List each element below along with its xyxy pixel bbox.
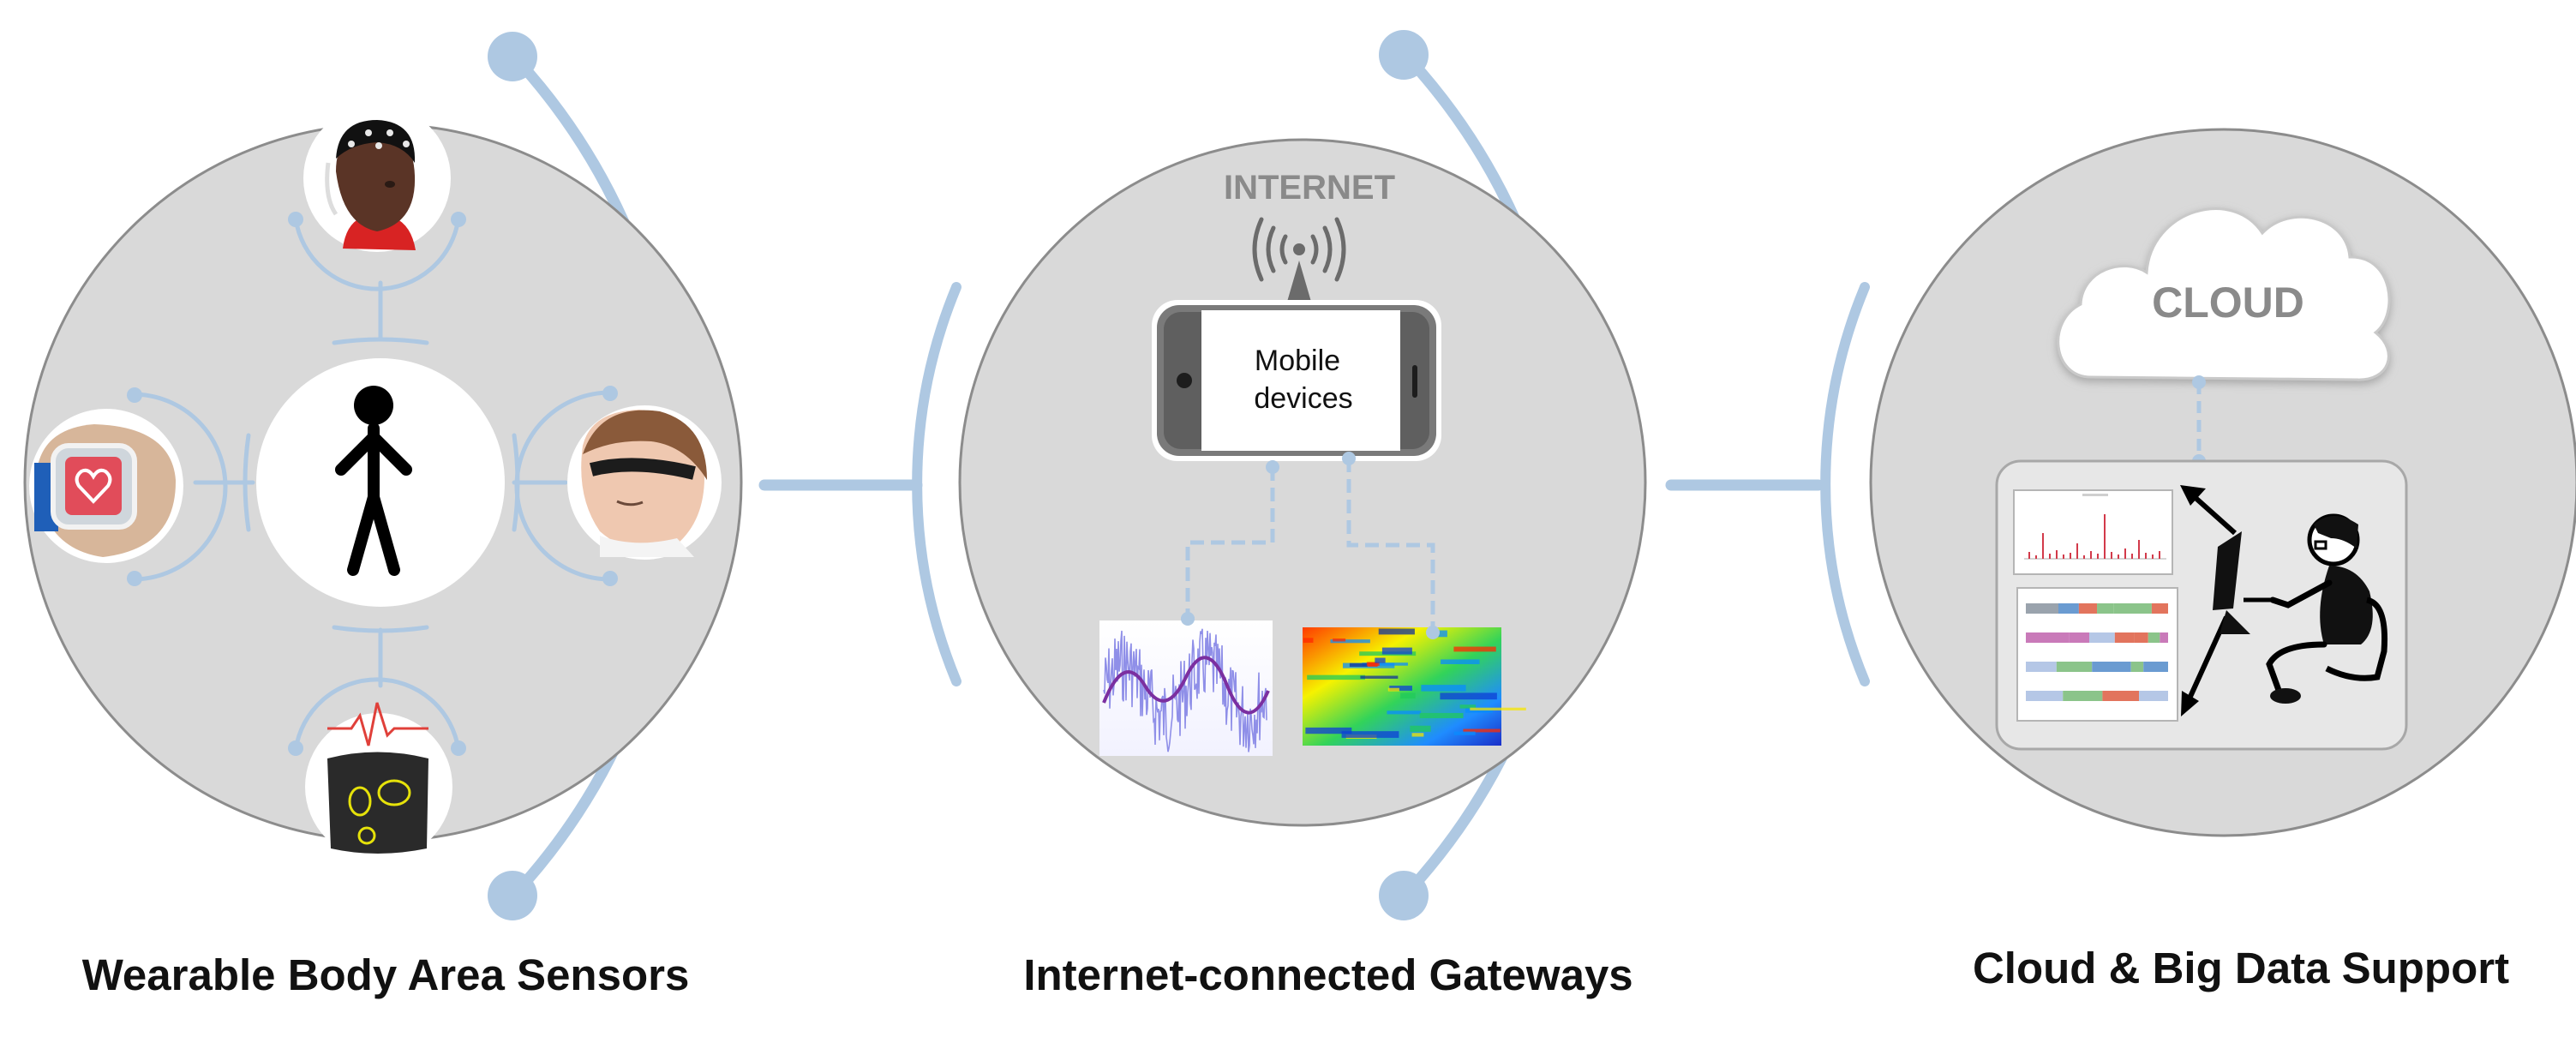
smartphone-icon: Mobile devices bbox=[1152, 300, 1441, 461]
spectrogram-band bbox=[1410, 725, 1431, 732]
spectrogram-band bbox=[1360, 675, 1399, 679]
internet-label: INTERNET bbox=[1224, 169, 1395, 207]
stacked-bar-segment bbox=[2069, 632, 2090, 643]
stacked-bar-segment bbox=[2151, 603, 2168, 614]
stacked-bar-segment bbox=[2089, 632, 2115, 643]
spectrogram-band bbox=[1400, 692, 1416, 699]
spoke-dots bbox=[127, 212, 618, 756]
mobile-devices-label-line1: Mobile bbox=[1255, 345, 1340, 377]
spectrogram-bands bbox=[1303, 628, 1526, 739]
stacked-bar-segment bbox=[2026, 603, 2058, 614]
spectrogram-band bbox=[1362, 662, 1408, 666]
phone-dashed-links bbox=[1185, 459, 1435, 632]
spectrogram-band bbox=[1375, 657, 1386, 663]
panel-wearable-sensors bbox=[23, 105, 743, 860]
stacked-bar-segment bbox=[2102, 691, 2140, 701]
spectrogram-band bbox=[1389, 686, 1412, 691]
sensor-spokes bbox=[130, 216, 613, 752]
analyst-arrows bbox=[2180, 485, 2237, 716]
cloud-icon bbox=[2057, 207, 2391, 381]
spectrogram-band bbox=[1435, 630, 1447, 638]
arc-end-dots bbox=[488, 30, 1429, 920]
stacked-bar-segment bbox=[2026, 691, 2064, 701]
spectrogram-band bbox=[1453, 646, 1496, 652]
spectrogram-band bbox=[1305, 727, 1352, 734]
spectrogram-band bbox=[1459, 704, 1477, 709]
spectrogram-band bbox=[1349, 662, 1368, 668]
antenna-icon bbox=[1252, 217, 1346, 302]
stacked-bar-segment bbox=[2130, 662, 2144, 672]
panel-gateways: INTERNET Mobile devices bbox=[958, 138, 1647, 827]
spectrogram-band bbox=[1378, 628, 1415, 635]
stacked-bar-segment bbox=[2078, 603, 2098, 614]
eeg-head-icon bbox=[303, 105, 451, 252]
spectrogram-band bbox=[1421, 685, 1466, 692]
spectrogram-band bbox=[1333, 638, 1346, 642]
stacked-bar-segment bbox=[2092, 662, 2131, 672]
stacked-bar-segment bbox=[2134, 632, 2148, 643]
spectrogram-band bbox=[1453, 731, 1476, 735]
stacked-bar-segment bbox=[2026, 632, 2070, 643]
stick-figure-icon bbox=[335, 386, 412, 576]
spectrogram-band bbox=[1330, 639, 1370, 644]
stacked-bar-segment bbox=[2056, 662, 2093, 672]
stacked-bar-segment bbox=[2026, 662, 2057, 672]
spectrogram-band bbox=[1303, 638, 1314, 643]
spectrogram-band bbox=[1440, 692, 1497, 700]
arc-dot bbox=[1379, 30, 1429, 80]
stacked-bar-segment bbox=[2160, 632, 2168, 643]
stacked-bar-chart-thumbnail bbox=[2016, 587, 2178, 722]
cloud-label: CLOUD bbox=[2152, 279, 2304, 327]
spectrogram-band bbox=[1387, 687, 1399, 692]
spectrogram-band bbox=[1411, 733, 1424, 737]
arc-dot bbox=[488, 32, 537, 81]
stacked-bar-segment bbox=[2148, 632, 2160, 643]
stacked-bar-segment bbox=[2058, 603, 2079, 614]
stacked-bar-segment bbox=[2097, 603, 2114, 614]
stacked-bar-segment bbox=[2139, 691, 2168, 701]
panel-cloud: CLOUD bbox=[1869, 128, 2576, 837]
stacked-bar-segment bbox=[2143, 662, 2168, 672]
stacked-bar-segment bbox=[2063, 691, 2103, 701]
spectrogram-band bbox=[1341, 731, 1399, 738]
waveform-icon bbox=[1099, 612, 1273, 756]
waveform-noise bbox=[1103, 628, 1267, 752]
arc-dot bbox=[1379, 871, 1429, 920]
smartwatch-icon bbox=[29, 409, 183, 563]
spectrogram-band bbox=[1387, 710, 1422, 715]
mobile-devices-label-line2: devices bbox=[1254, 382, 1352, 415]
caption-cloud-bigdata: Cloud & Big Data Support bbox=[1972, 944, 2510, 992]
spectrogram-band bbox=[1366, 662, 1380, 666]
spectrogram-band bbox=[1381, 647, 1412, 655]
panel2-inner-arc bbox=[912, 282, 962, 686]
arc-dot bbox=[488, 871, 537, 920]
ecg-sensor-icon bbox=[305, 702, 452, 860]
person-at-computer-icon bbox=[2213, 513, 2388, 704]
body-center-circle bbox=[256, 358, 505, 607]
time-series-chart-thumbnail bbox=[2013, 489, 2173, 575]
panel3-inner-arc bbox=[1820, 282, 1870, 686]
caption-gateways: Internet-connected Gateways bbox=[1023, 950, 1633, 999]
spectrogram-icon bbox=[1303, 626, 1526, 746]
spectrogram-band bbox=[1307, 674, 1365, 680]
stacked-bar-segment bbox=[2114, 632, 2135, 643]
spectrogram-band bbox=[1441, 659, 1480, 664]
caption-wearable-sensors: Wearable Body Area Sensors bbox=[81, 950, 690, 999]
spectrogram-band bbox=[1463, 728, 1501, 733]
stacked-bar-segment bbox=[2113, 603, 2152, 614]
sleeping-person-icon bbox=[567, 405, 722, 560]
spectrogram-band bbox=[1419, 712, 1464, 719]
spectrogram-band bbox=[1470, 707, 1526, 710]
